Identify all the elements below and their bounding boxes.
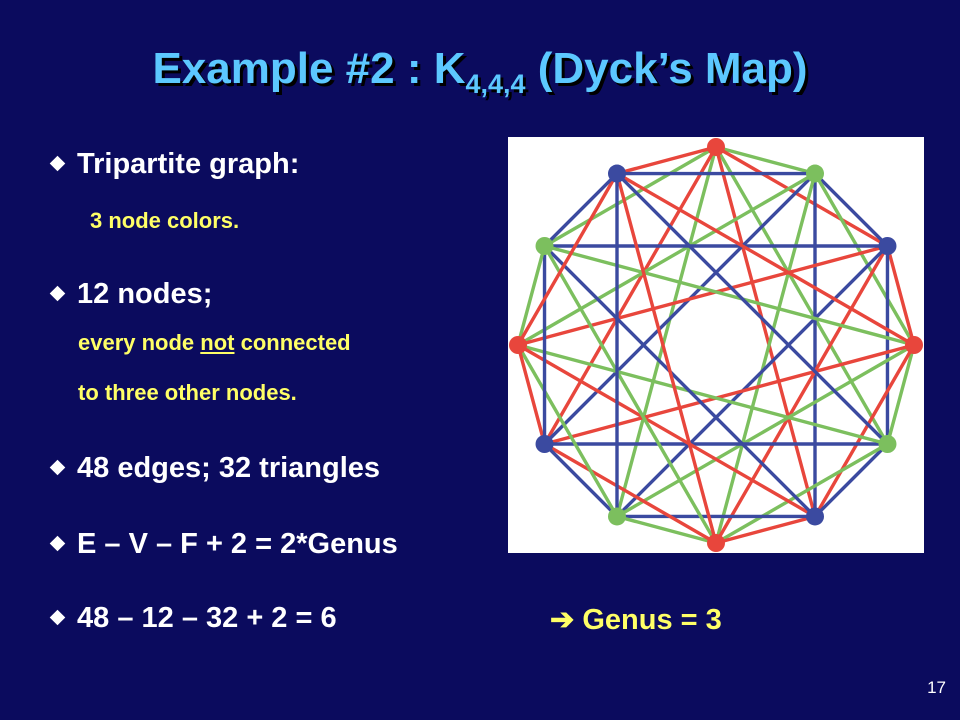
diamond-bullet-icon (49, 535, 66, 552)
dyck-map-graph (508, 137, 924, 553)
graph-node (707, 534, 725, 552)
graph-edge (543, 442, 717, 545)
graph-edge (543, 146, 718, 445)
graph-edge (715, 145, 816, 176)
graph-edge (714, 146, 889, 445)
graph-edge (543, 172, 619, 248)
graph-node (806, 507, 824, 526)
graph-edge (516, 344, 547, 445)
graph-edge (714, 173, 817, 544)
graph-edge (516, 245, 547, 346)
graph-edge (885, 344, 916, 445)
graph-edge (615, 244, 889, 518)
graph-edge (543, 442, 619, 518)
graph-edge (615, 146, 718, 517)
graph-node (608, 507, 626, 526)
graph-edge (517, 343, 816, 518)
graph-edge (885, 245, 916, 346)
graph-edge (616, 145, 717, 176)
graph-edge (616, 172, 915, 347)
graph-edge (813, 172, 916, 346)
graph-edge (715, 442, 889, 545)
graph-node (905, 336, 923, 354)
graph-edge (543, 145, 717, 248)
graph-edge (544, 244, 915, 347)
graph-edge (813, 172, 889, 248)
graph-edge (543, 244, 817, 518)
graph-edge (616, 343, 915, 518)
bullet-edges: 48 edges; 32 triangles (49, 452, 380, 485)
graph-edge (517, 343, 888, 446)
graph-edge (714, 146, 817, 517)
genus-result: ➔ Genus = 3 (550, 604, 722, 636)
graph-node (509, 336, 527, 354)
graph-edge (517, 172, 816, 347)
graph-node (707, 138, 725, 156)
graph-edge (516, 172, 619, 346)
graph-edge (615, 173, 718, 544)
page-number: 17 (927, 678, 946, 697)
graph-edge (714, 245, 889, 544)
graph-edge (544, 343, 915, 446)
graph-node (878, 237, 897, 255)
graph-edge (813, 442, 889, 518)
graph-node (608, 164, 626, 183)
graph-svg (509, 138, 923, 552)
slide-title: Example #2 : K4,4,4 (Dyck’s Map) (152, 44, 808, 99)
subline-three-nodes: to three other nodes. (78, 380, 297, 405)
graph-edge (543, 172, 817, 446)
graph-edge (813, 344, 916, 518)
graph-edge (543, 245, 718, 544)
subline-node-colors: 3 node colors. (90, 208, 240, 233)
graph-edge (516, 344, 619, 518)
diamond-bullet-icon (49, 155, 66, 172)
diamond-bullet-icon (49, 285, 66, 302)
graph-node (535, 237, 554, 255)
bullet-computation: 48 – 12 – 32 + 2 = 6 (49, 602, 337, 635)
diamond-bullet-icon (49, 459, 66, 476)
diamond-bullet-icon (49, 609, 66, 626)
graph-edge (715, 514, 816, 545)
bullet-euler-formula: E – V – F + 2 = 2*Genus (49, 528, 398, 561)
graph-edge (616, 514, 717, 545)
graph-node (806, 164, 824, 183)
bullet-tripartite: Tripartite graph: (49, 148, 299, 181)
graph-edge (517, 244, 888, 347)
graph-node (878, 435, 897, 453)
subline-not-connected: every node not connected (78, 330, 351, 355)
graph-edge (715, 145, 889, 248)
graph-node (535, 435, 554, 453)
arrow-right-icon: ➔ (550, 604, 575, 636)
graph-edge (615, 172, 889, 446)
bullet-nodes: 12 nodes; (49, 278, 212, 311)
